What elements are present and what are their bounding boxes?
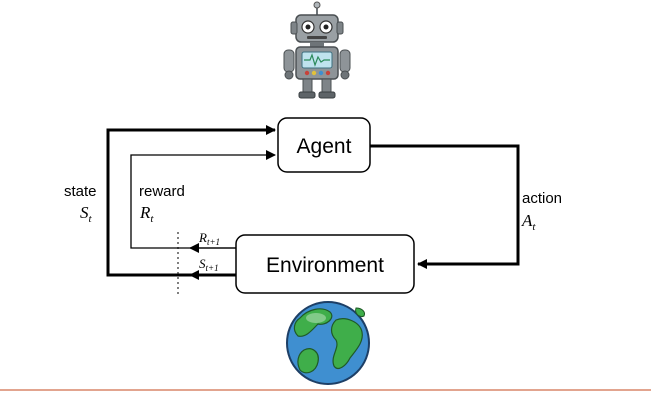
environment-box: [235, 234, 415, 294]
state-label: state: [64, 183, 97, 200]
environment-label: Environment: [266, 254, 384, 277]
reward-symbol: Rt: [139, 203, 154, 225]
reward-arrow: [130, 150, 276, 249]
agent-label: Agent: [297, 135, 352, 158]
robot-icon: [283, 1, 351, 99]
action-symbol: At: [521, 211, 536, 233]
reward-label: reward: [139, 183, 185, 200]
action-label: action: [522, 190, 562, 207]
action-arrow: [370, 144, 520, 269]
next-reward-symbol: Rt+1: [198, 230, 220, 247]
globe-icon: [286, 301, 370, 385]
next-state-symbol: St+1: [199, 256, 219, 273]
state-arrow: [106, 125, 276, 277]
state-symbol: St: [80, 203, 93, 225]
